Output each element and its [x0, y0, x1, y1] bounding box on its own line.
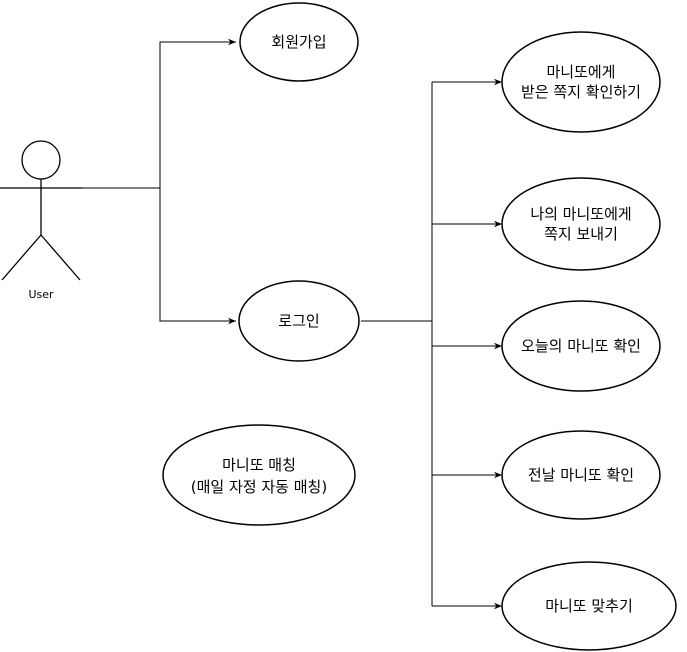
use-case-received-notes-line1: 마니또에게: [546, 63, 615, 81]
use-case-guess-manitto-label: 마니또 맞추기: [545, 597, 633, 615]
use-case-matching[interactable]: 마니또 매칭 (매일 자정 자동 매칭): [162, 424, 356, 526]
use-case-today-manitto[interactable]: 오늘의 마니또 확인: [501, 300, 661, 392]
actor-left-leg: [1, 234, 42, 281]
use-case-matching-line2: (매일 자정 자동 매칭): [191, 478, 327, 496]
connector-actor-login: [159, 188, 236, 325]
use-case-matching-line1: 마니또 매칭: [222, 456, 296, 474]
actor-user: User: [0, 140, 82, 301]
use-case-received-notes[interactable]: 마니또에게 받은 쪽지 확인하기: [501, 31, 661, 133]
use-case-signup-label: 회원가입: [271, 33, 326, 51]
use-case-send-note-line1: 나의 마니또에게: [530, 205, 631, 223]
connector-actor-signup: [82, 38, 236, 189]
use-case-send-note-line2: 쪽지 보내기: [544, 225, 618, 243]
use-case-yesterday-manitto-label: 전날 마니또 확인: [528, 466, 634, 484]
use-case-send-note[interactable]: 나의 마니또에게 쪽지 보내기: [501, 177, 661, 271]
actor-head: [21, 140, 61, 180]
actor-right-leg: [40, 234, 81, 281]
use-case-login[interactable]: 로그인: [238, 280, 360, 362]
actor-label: User: [28, 288, 54, 301]
use-case-received-notes-line2: 받은 쪽지 확인하기: [521, 83, 641, 101]
use-case-login-label: 로그인: [278, 312, 319, 330]
use-case-yesterday-manitto[interactable]: 전날 마니또 확인: [501, 430, 661, 520]
use-case-guess-manitto[interactable]: 마니또 맞추기: [501, 561, 677, 651]
use-case-today-manitto-label: 오늘의 마니또 확인: [521, 337, 641, 355]
use-case-signup[interactable]: 회원가입: [239, 2, 359, 82]
